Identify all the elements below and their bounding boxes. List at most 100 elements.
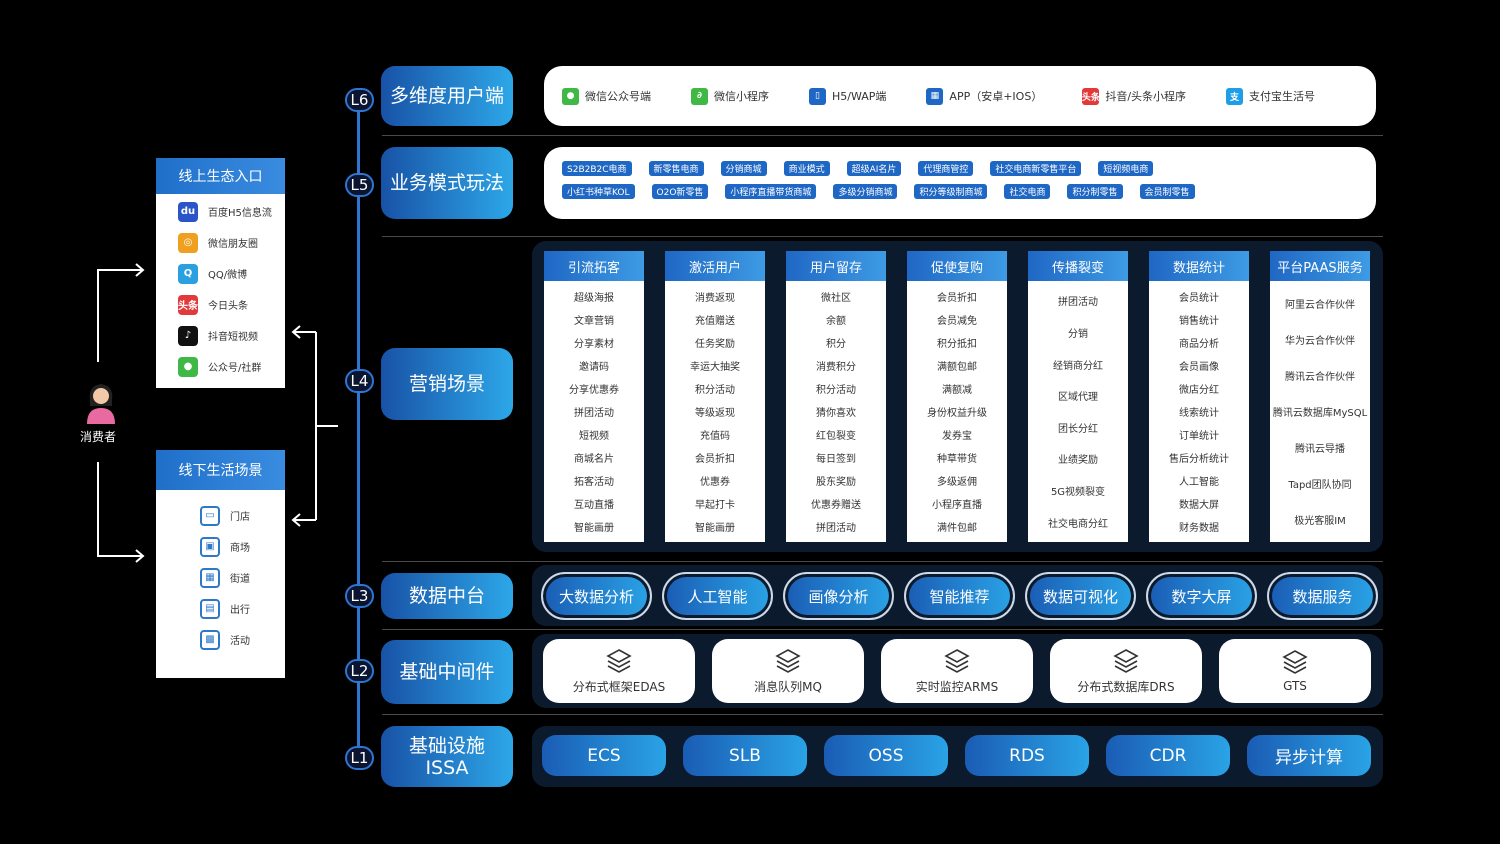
- marketing-item: 微社区: [821, 293, 851, 304]
- marketing-item: 5G视频裂变: [1050, 487, 1106, 499]
- client-endpoint-label: 微信小程序: [714, 90, 769, 103]
- client-endpoint: ▦APP（安卓+IOS）: [926, 87, 1043, 105]
- data-platform-pill: 大数据分析: [541, 572, 652, 620]
- marketing-column: 数据统计会员统计销售统计商品分析会员画像微店分红线索统计订单统计售后分析统计人工…: [1149, 251, 1249, 542]
- car-icon: ▤: [200, 598, 220, 619]
- online-entry-label: 抖音短视频: [208, 332, 258, 343]
- layer-name-l1-line1: 基础设施: [408, 734, 485, 757]
- offline-entry-item: ▣ 商场: [156, 531, 285, 562]
- marketing-item: 红包裂变: [816, 431, 856, 442]
- marketing-item: 线索统计: [1179, 408, 1219, 419]
- consumer-label: 消费者: [79, 430, 116, 444]
- layer-name-l3: 数据中台: [381, 573, 513, 619]
- offline-entry-label: 出行: [230, 605, 250, 616]
- bag-icon: ▣: [200, 536, 220, 557]
- toutiao-icon: 头条: [178, 294, 198, 315]
- business-model-tag: 小程序直播带货商城: [725, 184, 817, 199]
- client-endpoint-label: APP（安卓+IOS）: [949, 90, 1043, 103]
- marketing-item: 阿里云合作伙伴: [1285, 299, 1355, 311]
- offline-entry-label: 门店: [230, 512, 250, 523]
- marketing-item: 业绩奖励: [1058, 455, 1098, 467]
- data-platform-panel: 大数据分析人工智能画像分析智能推荐数据可视化数字大屏数据服务: [532, 565, 1383, 626]
- business-model-tag: S2B2B2C电商: [562, 161, 632, 176]
- online-entry-item: ◎微信朋友圈: [156, 227, 285, 258]
- marketing-item: 余额: [826, 316, 846, 327]
- middleware-label: 消息队列MQ: [754, 679, 822, 694]
- business-model-tag: 新零售电商: [648, 161, 704, 176]
- layer-badge-l5: L5: [345, 173, 374, 197]
- business-model-tag: 代理商管控: [918, 161, 974, 176]
- business-model-tag: 积分制零售: [1067, 184, 1123, 199]
- client-endpoints-panel: ●微信公众号端∂微信小程序▯H5/WAP端▦APP（安卓+IOS）头条抖音/头条…: [544, 66, 1376, 126]
- business-model-tag: 积分等级制商城: [914, 184, 988, 199]
- marketing-item: 分享优惠券: [569, 385, 619, 396]
- client-endpoint: 支支付宝生活号: [1226, 87, 1315, 105]
- client-endpoint: 头条抖音/头条小程序: [1082, 87, 1186, 105]
- marketing-item: 财务数据: [1179, 523, 1219, 534]
- marketing-item: 等级返现: [695, 408, 735, 419]
- marketing-item: 腾讯云导播: [1295, 444, 1345, 456]
- layer-badge-l3: L3: [345, 584, 374, 608]
- marketing-item: 猜你喜欢: [816, 408, 856, 419]
- offline-entry-item: ▤ 出行: [156, 593, 285, 624]
- layer-badge-l2: L2: [345, 659, 374, 683]
- marketing-item: 销售统计: [1179, 316, 1219, 327]
- street-icon: ▦: [200, 567, 220, 588]
- business-model-tag: 社交电商: [1004, 184, 1051, 199]
- infrastructure-item: RDS: [965, 735, 1089, 776]
- marketing-item: 股东奖励: [816, 477, 856, 488]
- marketing-item: 经销商分红: [1053, 360, 1103, 372]
- marketing-column-title: 数据统计: [1149, 251, 1249, 281]
- layer-name-l5: 业务模式玩法: [381, 147, 513, 219]
- mq-icon: [775, 648, 801, 673]
- online-entry-label: 公众号/社群: [208, 363, 262, 374]
- offline-entry-label: 商场: [230, 543, 250, 554]
- business-models-panel: S2B2B2C电商新零售电商分销商城商业模式超级AI名片代理商管控社交电商新零售…: [544, 147, 1376, 219]
- marketing-column: 引流拓客超级海报文章营销分享素材邀请码分享优惠券拼团活动短视频商城名片拓客活动互…: [544, 251, 644, 542]
- marketing-column-list: 会员统计销售统计商品分析会员画像微店分红线索统计订单统计售后分析统计人工智能数据…: [1149, 281, 1249, 542]
- marketing-item: Tapd团队协同: [1288, 480, 1352, 492]
- data-platform-pill: 画像分析: [783, 572, 894, 620]
- data-platform-pill: 数据可视化: [1025, 572, 1136, 620]
- marketing-item: 会员统计: [1179, 293, 1219, 304]
- toutiao-mini-icon: 头条: [1082, 87, 1100, 105]
- marketing-item: 会员折扣: [937, 293, 977, 304]
- douyin-icon: ♪: [178, 325, 198, 346]
- business-model-tag: 会员制零售: [1139, 184, 1195, 199]
- marketing-column-title: 用户留存: [786, 251, 886, 281]
- separator-l3-l2: [382, 629, 1383, 630]
- marketing-item: 发券宝: [942, 431, 972, 442]
- online-entry-label: QQ/微博: [208, 270, 248, 281]
- marketing-scenarios-panel: 引流拓客超级海报文章营销分享素材邀请码分享优惠券拼团活动短视频商城名片拓客活动互…: [532, 241, 1383, 552]
- marketing-column-title: 平台PAAS服务: [1270, 251, 1370, 281]
- marketing-item: 商城名片: [574, 454, 614, 465]
- marketing-column-title: 传播裂变: [1028, 251, 1128, 281]
- marketing-column: 激活用户消费返现充值赠送任务奖励幸运大抽奖积分活动等级返现充值码会员折扣优惠券早…: [665, 251, 765, 542]
- marketing-item: 小程序直播: [932, 500, 982, 511]
- marketing-item: 优惠券: [700, 477, 730, 488]
- marketing-item: 会员减免: [937, 316, 977, 327]
- middleware-card: 分布式数据库DRS: [1050, 639, 1202, 703]
- marketing-column: 平台PAAS服务阿里云合作伙伴华为云合作伙伴腾讯云合作伙伴腾讯云数据库MySQL…: [1270, 251, 1370, 542]
- business-model-tag: O2O新零售: [651, 184, 709, 199]
- online-entry-item: ♪ 抖音短视频: [156, 320, 285, 351]
- business-model-tag: 小红书种草KOL: [562, 184, 635, 199]
- middleware-label: 实时监控ARMS: [915, 679, 999, 694]
- edas-icon: [606, 648, 632, 673]
- offline-entry-list: ▭门店▣商场▦街道▤出行▩活动: [156, 490, 285, 655]
- marketing-item: 消费返现: [695, 293, 735, 304]
- marketing-item: 种草带货: [937, 454, 977, 465]
- infrastructure-item: ECS: [542, 735, 666, 776]
- offline-entry-item: ▭门店: [156, 500, 285, 531]
- offline-entry-label: 活动: [230, 636, 250, 647]
- business-model-tag: 多级分销商城: [833, 184, 898, 199]
- marketing-column-title: 促使复购: [907, 251, 1007, 281]
- offline-entry-title: 线下生活场景: [156, 450, 285, 490]
- marketing-item: 优惠券赠送: [811, 500, 861, 511]
- separator-l4-l3: [382, 561, 1383, 562]
